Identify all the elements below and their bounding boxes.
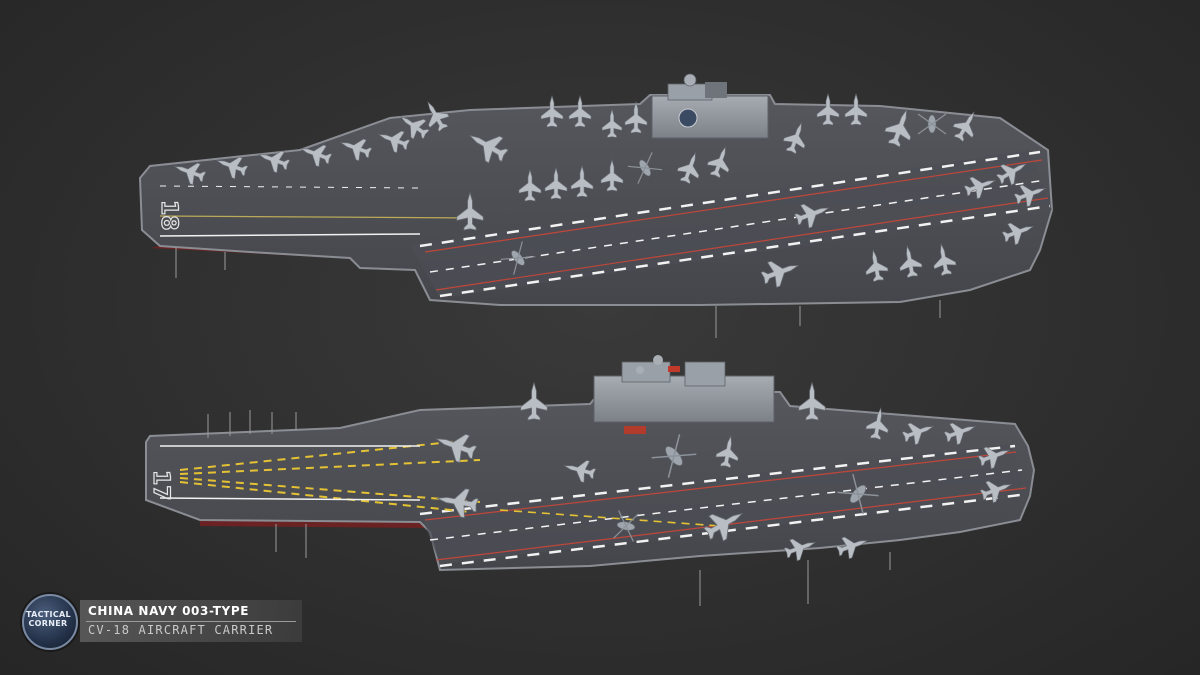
cv18-hull-number: 18 bbox=[156, 200, 181, 231]
cv18-flight-deck bbox=[138, 94, 1054, 306]
carrier-cv17: 17 bbox=[145, 355, 1036, 606]
caption-divider bbox=[86, 621, 296, 622]
cv18-island bbox=[651, 95, 769, 139]
cv17-island bbox=[593, 375, 775, 423]
cv17-hull-number: 17 bbox=[148, 470, 173, 501]
carrier-cv18: 18 bbox=[138, 73, 1054, 338]
caption-title: CHINA NAVY 003-TYPE bbox=[88, 604, 250, 618]
channel-logo-icon bbox=[22, 594, 78, 650]
caption-subtitle: CV-18 AIRCRAFT CARRIER bbox=[88, 623, 274, 637]
